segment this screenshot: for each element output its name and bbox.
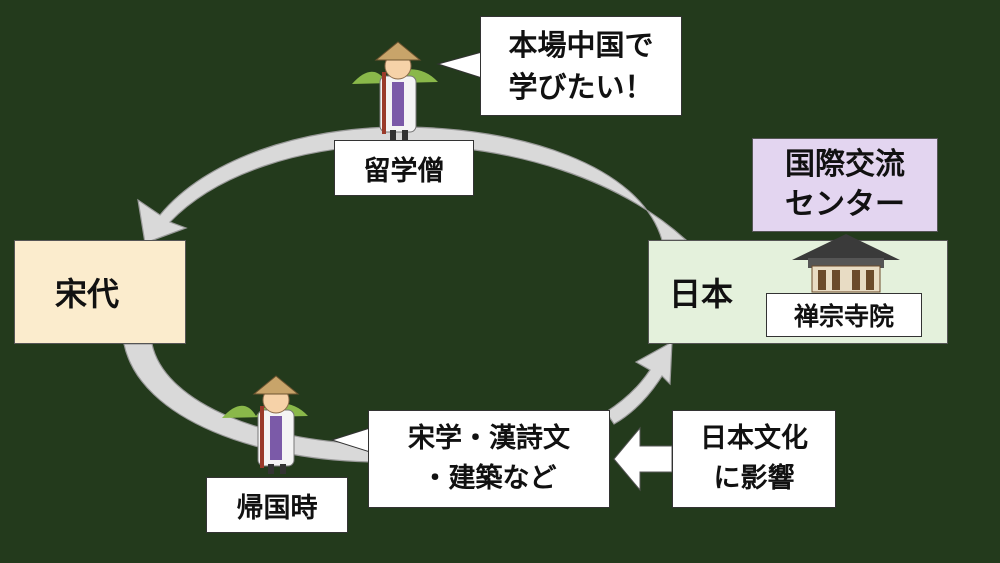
arrow-japan-to-song xyxy=(137,126,688,244)
monk-traveler-icon xyxy=(352,41,438,140)
zen-temple-icon xyxy=(792,234,900,293)
song-culture-box: 宋学・漢詩文 ・建築など xyxy=(368,410,610,508)
international-exchange-center-box: 国際交流 センター xyxy=(752,138,938,232)
japanese-culture-influence-box: 日本文化 に影響 xyxy=(672,410,836,508)
speech-bubble: 本場中国で 学びたい！ xyxy=(480,16,682,116)
arrow-influence-to-culture xyxy=(613,426,673,492)
song-dynasty-box: 宋代 xyxy=(14,240,186,344)
monk-traveler-icon xyxy=(222,375,308,474)
zen-temple-label: 禅宗寺院 xyxy=(766,293,922,337)
arrow-culture-to-japan xyxy=(605,340,673,425)
study-abroad-monk-label: 留学僧 xyxy=(334,140,474,196)
return-time-label: 帰国時 xyxy=(206,477,348,533)
